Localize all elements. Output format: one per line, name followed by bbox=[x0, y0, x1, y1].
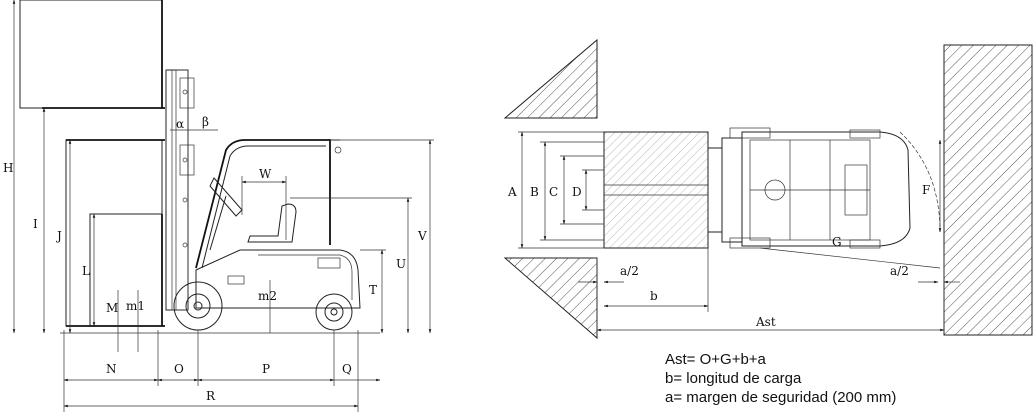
overhead-guard bbox=[195, 139, 342, 269]
dim-label-B: B bbox=[530, 185, 539, 199]
rear-wheel bbox=[315, 293, 353, 331]
front-wheel bbox=[173, 281, 223, 331]
dim-label-W: W bbox=[259, 167, 272, 181]
dim-label-A: A bbox=[507, 185, 517, 199]
dim-label-H: H bbox=[3, 161, 13, 175]
dim-label-V: V bbox=[417, 229, 427, 243]
legend-line-b: b= longitud de carga bbox=[665, 370, 802, 387]
top-view-dimensions: A B C D F G a/2 b a/2 Ast bbox=[507, 131, 960, 334]
dim-label-m2: m2 bbox=[258, 289, 277, 303]
truck-body bbox=[195, 249, 361, 309]
truck-top bbox=[707, 127, 911, 249]
seat-and-steering bbox=[209, 177, 297, 251]
dim-label-D: D bbox=[572, 185, 582, 199]
dim-label-Ast: Ast bbox=[755, 315, 776, 329]
mid-load bbox=[65, 139, 163, 327]
dim-label-O: O bbox=[174, 362, 184, 376]
side-view bbox=[19, 0, 380, 334]
dim-label-C: C bbox=[549, 185, 558, 199]
dim-label-I: I bbox=[33, 217, 38, 231]
dim-label-Q: Q bbox=[342, 362, 352, 376]
dim-label-a-half-left: a/2 bbox=[620, 264, 639, 278]
dim-label-P: P bbox=[262, 362, 270, 376]
rack-block bbox=[943, 44, 1033, 336]
dim-label-b: b bbox=[650, 289, 658, 303]
dim-label-M: M bbox=[106, 301, 118, 315]
raised-load bbox=[19, 0, 163, 109]
dim-label-R: R bbox=[206, 389, 216, 403]
dim-label-J: J bbox=[55, 229, 62, 243]
angle-label-alpha: α bbox=[176, 117, 184, 131]
aisle-wall-top bbox=[503, 38, 598, 119]
legend-line-a: a= margen de seguridad (200 mm) bbox=[665, 389, 897, 406]
dim-label-m1: m1 bbox=[126, 299, 145, 313]
legend-line-ast: Ast= O+G+b+a bbox=[665, 351, 766, 368]
load-pallet bbox=[603, 131, 709, 249]
dim-label-G: G bbox=[832, 235, 842, 249]
dim-label-F: F bbox=[922, 183, 930, 197]
dim-label-L: L bbox=[82, 264, 90, 278]
dim-label-a-half-right: a/2 bbox=[890, 264, 909, 278]
dim-label-T: T bbox=[369, 283, 377, 297]
top-view bbox=[503, 38, 1033, 340]
angle-label-beta: β bbox=[202, 115, 209, 129]
mast bbox=[165, 69, 195, 311]
dim-label-N: N bbox=[106, 362, 117, 376]
formula-legend: Ast= O+G+b+a b= longitud de carga a= mar… bbox=[665, 350, 896, 407]
aisle-wall-bottom bbox=[503, 257, 598, 340]
dim-label-U: U bbox=[396, 257, 406, 271]
side-view-dimensions: H I J L M m1 m2 W α β V U bbox=[3, 0, 434, 412]
